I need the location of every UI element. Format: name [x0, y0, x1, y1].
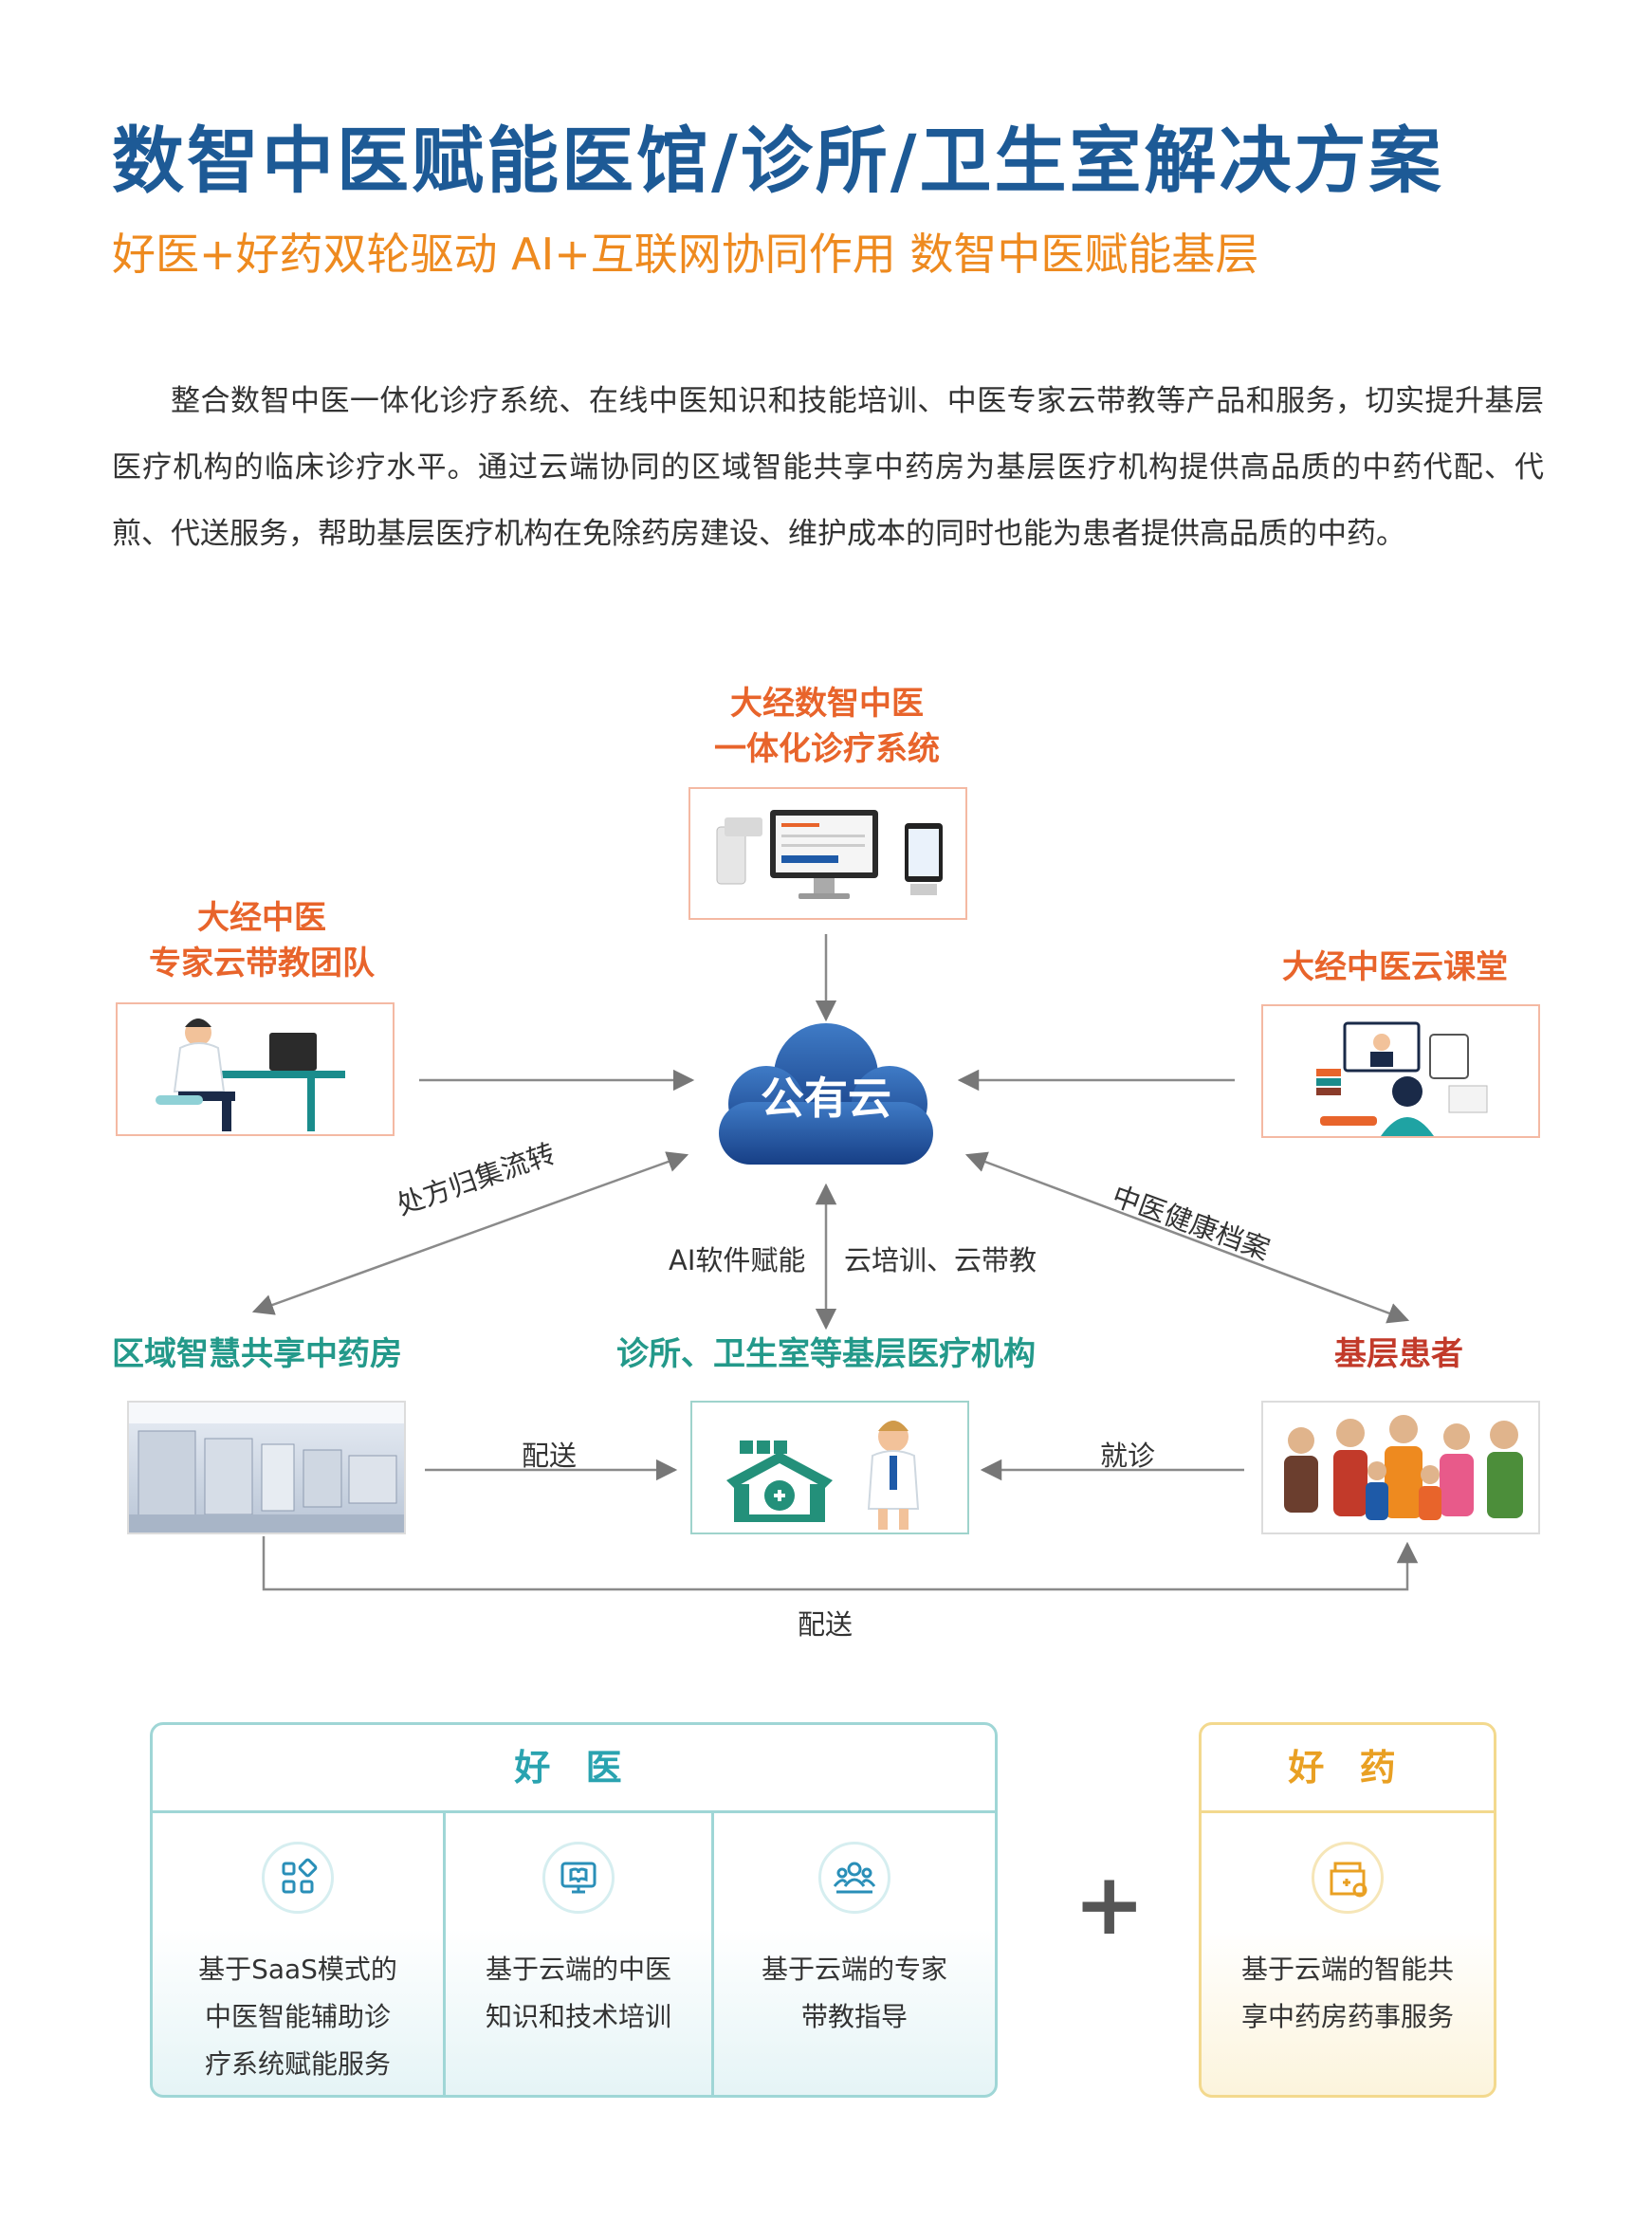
node-system-line2: 一体化诊疗系统	[714, 730, 940, 768]
node-pharmacy-title: 区域智慧共享中药房	[112, 1335, 402, 1373]
good-doctor-item-saas: 基于SaaS模式的 中医智能辅助诊 疗系统赋能服务	[153, 1813, 443, 2098]
label-cloud-training: 云培训、云带教	[844, 1244, 1037, 1276]
drug-line1: 基于云端的智能共	[1240, 1954, 1454, 1985]
node-clinic-title: 诊所、卫生室等基层医疗机构	[616, 1335, 1036, 1373]
node-class-box	[1261, 1004, 1540, 1138]
saas-line2: 中医智能辅助诊	[204, 2001, 391, 2032]
label-ai-software: AI软件赋能	[669, 1244, 806, 1276]
good-doctor-item-training: 基于云端的中医 知识和技术培训	[446, 1813, 711, 2098]
training-line1: 基于云端的中医	[485, 1954, 671, 1985]
pharmacy-icon	[1312, 1842, 1384, 1914]
clinic-icon	[726, 1441, 833, 1522]
column-divider	[443, 1813, 446, 2098]
node-expert-line2: 专家云带教团队	[149, 945, 375, 982]
good-drug-panel: 好 药 基于云端的智能共 享中药房药事服务	[1199, 1722, 1496, 2098]
node-pharmacy-box	[127, 1401, 406, 1534]
diagnosis-devices-illustration	[716, 810, 943, 899]
node-system-title: 大经数智中医 一体化诊疗系统	[626, 681, 1028, 772]
public-cloud	[719, 1023, 933, 1165]
node-expert-line1: 大经中医	[197, 899, 326, 937]
drug-line2: 享中药房药事服务	[1240, 2001, 1454, 2032]
node-class-title: 大经中医云课堂	[1282, 948, 1508, 986]
node-system-line1: 大经数智中医	[730, 685, 924, 723]
node-patient-title: 基层患者	[1334, 1335, 1463, 1373]
label-pharmacy-patient: 配送	[798, 1608, 854, 1641]
expert-line1: 基于云端的专家	[761, 1954, 947, 1985]
clinic-doctor-illustration	[726, 1421, 920, 1530]
people-group-icon	[818, 1842, 890, 1914]
saas-line1: 基于SaaS模式的	[198, 1954, 397, 1985]
node-clinic-box	[690, 1401, 969, 1534]
saas-line3: 疗系统赋能服务	[204, 2048, 391, 2080]
cloud-icon	[719, 1023, 933, 1165]
good-doctor-item-expert: 基于云端的专家 带教指导	[714, 1813, 995, 2098]
good-doctor-panel: 好 医 基于SaaS模式的 中医智能辅助诊 疗系统赋能服务	[150, 1722, 998, 2098]
family-patients-illustration	[1284, 1415, 1523, 1520]
label-patient-clinic: 就诊	[1100, 1440, 1156, 1472]
label-pharmacy-clinic: 配送	[522, 1440, 578, 1472]
doctor-icon	[867, 1421, 920, 1530]
book-monitor-icon	[542, 1842, 615, 1914]
cloud-label: 公有云	[761, 1073, 891, 1124]
column-divider	[711, 1813, 714, 2098]
expert-line2: 带教指导	[800, 2001, 908, 2032]
intro-paragraph: 整合数智中医一体化诊疗系统、在线中医知识和技能培训、中医专家云带教等产品和服务，…	[112, 384, 1544, 551]
apps-grid-icon	[262, 1842, 334, 1914]
plus-sign: +	[1074, 1855, 1146, 1955]
arrow-cloud-patient	[964, 1151, 1410, 1324]
arrow-cloud-pharmacy	[251, 1151, 689, 1315]
page-subtitle: 好医+好药双轮驱动 AI+互联网协同作用 数智中医赋能基层	[112, 229, 1259, 280]
node-expert-title: 大经中医 专家云带教团队	[114, 895, 410, 986]
node-expert-box	[116, 1002, 395, 1136]
expert-doctor-illustration	[156, 1019, 345, 1131]
good-doctor-title: 好 医	[153, 1725, 995, 1813]
arrow-pharmacy-to-patient	[262, 1536, 1419, 1591]
online-class-illustration	[1316, 1021, 1488, 1136]
node-patient-box	[1261, 1401, 1540, 1534]
pharmacy-factory-illustration	[129, 1403, 404, 1532]
page-title: 数智中医赋能医馆/诊所/卫生室解决方案	[112, 119, 1444, 203]
good-drug-title: 好 药	[1202, 1725, 1494, 1813]
training-line2: 知识和技术培训	[485, 2001, 671, 2032]
node-system-box	[688, 787, 967, 920]
